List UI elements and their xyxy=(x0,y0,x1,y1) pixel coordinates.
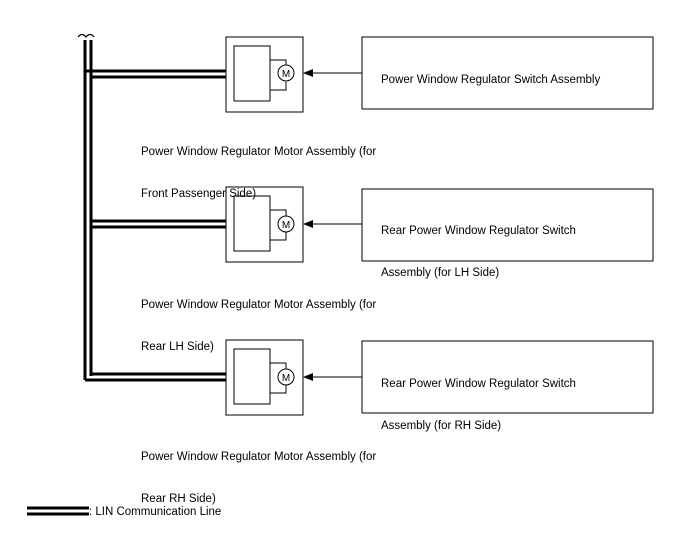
switch-label-line2: Assembly (for LH Side) xyxy=(381,267,500,279)
motor-assembly-3: M xyxy=(225,339,304,416)
motor-label-1: Power Window Regulator Motor Assembly (f… xyxy=(141,117,376,215)
switch-label-line2: Assembly (for RH Side) xyxy=(381,420,502,432)
motor-label-2: Power Window Regulator Motor Assembly (f… xyxy=(141,270,376,368)
motor-label-line2: Front Passenger Side) xyxy=(141,188,257,200)
switch-label-3: Rear Power Window Regulator Switch Assem… xyxy=(381,349,576,447)
lin-bus-branch-2 xyxy=(91,219,226,229)
legend-lin-symbol xyxy=(27,506,89,516)
legend-label: : LIN Communication Line xyxy=(89,506,222,518)
motor-label-line1: Power Window Regulator Motor Assembly (f… xyxy=(141,451,377,463)
switch-label-line1: Rear Power Window Regulator Switch xyxy=(381,225,576,237)
lin-bus-branch-1 xyxy=(85,69,226,79)
motor-symbol: M xyxy=(282,220,290,231)
motor-assembly-2: M xyxy=(225,186,304,263)
motor-label-line2: Rear LH Side) xyxy=(141,341,214,353)
motor-label-line2: Rear RH Side) xyxy=(141,493,216,505)
motor-symbol: M xyxy=(282,373,290,384)
switch-assembly-2 xyxy=(361,188,654,262)
switch-label-1: Power Window Regulator Switch Assembly xyxy=(381,45,600,129)
switch-label-2: Rear Power Window Regulator Switch Assem… xyxy=(381,196,576,294)
lin-bus-trunk xyxy=(77,33,226,382)
switch-label-line1: Rear Power Window Regulator Switch xyxy=(381,378,576,390)
switch-label-line1: Power Window Regulator Switch Assembly xyxy=(381,74,601,86)
switch-assembly-1 xyxy=(361,36,654,110)
motor-label-line1: Power Window Regulator Motor Assembly (f… xyxy=(141,146,377,158)
signal-arrow-2 xyxy=(303,220,362,228)
signal-arrow-3 xyxy=(303,373,362,381)
signal-arrow-1 xyxy=(303,69,362,77)
motor-icon xyxy=(277,368,295,386)
motor-symbol: M xyxy=(282,69,290,80)
motor-icon xyxy=(277,64,295,82)
motor-label-3: Power Window Regulator Motor Assembly (f… xyxy=(141,422,376,520)
motor-icon xyxy=(277,215,295,233)
switch-assembly-3 xyxy=(361,340,654,414)
motor-assembly-1: M xyxy=(225,36,304,113)
motor-label-line1: Power Window Regulator Motor Assembly (f… xyxy=(141,299,377,311)
